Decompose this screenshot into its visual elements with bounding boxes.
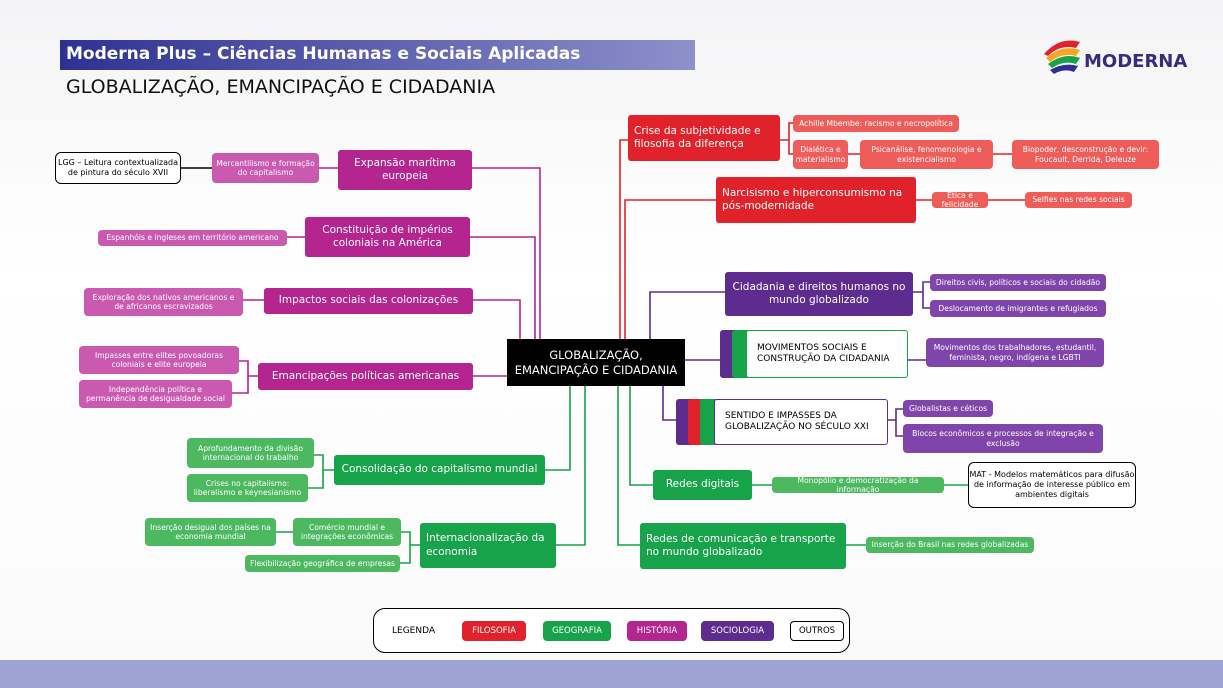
central-topic: GLOBALIZAÇÃO, EMANCIPAÇÃO E CIDADANIA [507, 339, 685, 386]
subtopic-insercao-desigual: Inserção desigual dos países na economia… [145, 518, 276, 546]
topic-impactos-sociais: Impactos sociais das colonizações [264, 288, 473, 314]
subtopic-deslocamento: Deslocamento de imigrantes e refugiados [930, 300, 1106, 317]
subtopic-mat: MAT - Modelos matemáticos para difusão d… [968, 462, 1136, 508]
subtopic-mercantilismo: Mercantilismo e formação do capitalismo [212, 153, 319, 183]
legend-outros: OUTROS [790, 621, 844, 641]
topic-cidadania-direitos: Cidadania e direitos humanos no mundo gl… [725, 272, 913, 316]
subtopic-psicanalise: Psicanálise, fenomenologia e existencial… [860, 140, 993, 169]
topic-expansao-maritima: Expansão marítima europeia [338, 150, 472, 190]
header-subtitle: GLOBALIZAÇÃO, EMANCIPAÇÃO E CIDADANIA [66, 76, 496, 98]
topic-internacionalizacao: Internacionalização da economia [420, 523, 556, 568]
subtopic-globalistas: Globalistas e céticos [903, 400, 993, 417]
footer-band [0, 660, 1223, 688]
legend-sociologia: SOCIOLOGIA [701, 621, 774, 641]
topic-redes-comunicacao: Redes de comunicação e transporte no mun… [640, 523, 846, 569]
topic-consolidacao-capitalismo: Consolidação do capitalismo mundial [334, 455, 545, 485]
subtopic-independencia: Independência política e permanência de … [79, 380, 232, 408]
moderna-logo-icon [1044, 40, 1080, 74]
legend-historia: HISTÓRIA [627, 621, 687, 641]
topic-crise-subjetividade: Crise da subjetividade e filosofia da di… [628, 115, 780, 161]
logo-text: MODERNA [1084, 51, 1188, 72]
topic-emancipacoes: Emancipações políticas americanas [258, 363, 473, 390]
legend-filosofia: FILOSOFIA [462, 621, 526, 641]
subtopic-direitos-civis: Direitos civis, políticos e sociais do c… [930, 274, 1106, 291]
topic-movimentos-sociais: MOVIMENTOS SOCIAIS E CONSTRUÇÃO DA CIDAD… [746, 330, 908, 378]
subtopic-crises: Crises no capitalismo: liberalismo e key… [187, 474, 308, 502]
subtopic-biopoder: Biopoder, desconstrução e devir: Foucaul… [1012, 140, 1159, 169]
topic-sentido-impasses: SENTIDO E IMPASSES DA GLOBALIZAÇÃO NO SÉ… [714, 399, 888, 445]
topic-narcisismo: Narcisismo e hiperconsumismo na pós-mode… [716, 177, 916, 223]
subtopic-monopolio: Monopólio e democratização da informação [772, 476, 944, 494]
subtopic-insercao-brasil: Inserção do Brasil nas redes globalizada… [866, 537, 1034, 553]
topic-imperios-coloniais: Constituição de impérios coloniais na Am… [305, 217, 470, 257]
subtopic-etica: Ética e felicidade [932, 191, 988, 209]
subtopic-espanhois-ingleses: Espanhóis e ingleses em território ameri… [98, 230, 287, 246]
legend-box [373, 608, 850, 653]
subtopic-comercio-mundial: Comércio mundial e integrações econômica… [293, 518, 401, 546]
subtopic-lgg: LGG – Leitura contextualizada de pintura… [55, 152, 181, 184]
subtopic-dialetica: Dialética e materialismo [793, 140, 848, 169]
subtopic-blocos-economicos: Blocos econômicos e processos de integra… [903, 424, 1103, 453]
topic-redes-digitais: Redes digitais [653, 470, 752, 500]
subtopic-flexibilizacao: Flexibilização geográfica de empresas [245, 555, 400, 572]
legend-geografia: GEOGRAFIA [543, 621, 611, 641]
subtopic-movimentos-trabalhadores: Movimentos dos trabalhadores, estudantil… [926, 338, 1104, 367]
header-band [60, 40, 695, 70]
header-title: Moderna Plus – Ciências Humanas e Sociai… [66, 44, 581, 64]
subtopic-aprofundamento: Aprofundamento da divisão internacional … [187, 438, 314, 468]
subtopic-mbembe: Achille Mbembe: racismo e necropolítica [793, 115, 959, 132]
legend-label: LEGENDA [392, 626, 436, 636]
subtopic-exploracao: Exploração dos nativos americanos e de a… [84, 288, 243, 316]
subtopic-impasses-elites: Impasses entre elites povoadoras colonia… [79, 346, 239, 374]
subtopic-selfies: Selfies nas redes sociais [1025, 192, 1132, 208]
